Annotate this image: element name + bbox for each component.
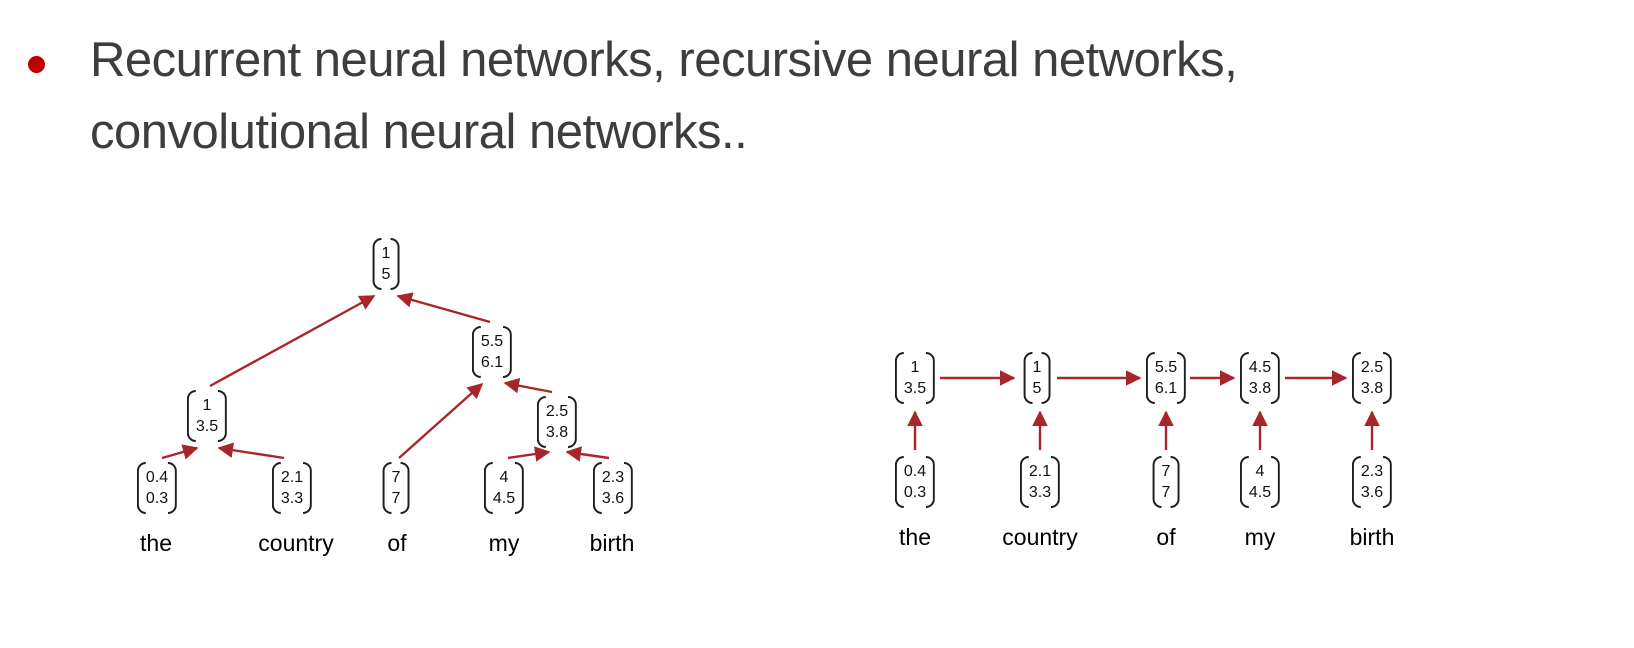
arrow — [503, 377, 553, 394]
vector-value: 1 — [1032, 359, 1042, 376]
vector-value: 2.3 — [601, 469, 625, 486]
vector-value: 2.5 — [1360, 359, 1384, 376]
vector-value: 3.3 — [1028, 484, 1052, 501]
vector-value: 3.8 — [1360, 380, 1384, 397]
vector-value: 7 — [391, 469, 401, 486]
vector-value: 3.5 — [903, 380, 927, 397]
slide-title: Recurrent neural networks, recursive neu… — [90, 24, 1238, 168]
vector-value: 3.5 — [195, 418, 219, 435]
vector-value: 4 — [499, 469, 509, 486]
vector-value: 7 — [1161, 484, 1171, 501]
vector-value: 5 — [381, 266, 391, 283]
word-label-birth: birth — [589, 530, 635, 556]
vector-value: 2.1 — [1028, 463, 1052, 480]
vector-value: 5.5 — [480, 333, 504, 350]
vector-value: 0.3 — [145, 490, 169, 507]
word-label-country: country — [1002, 524, 1078, 550]
word-label-my: my — [488, 530, 520, 556]
vector-value: 1 — [910, 359, 920, 376]
vector-value: 2.5 — [545, 403, 569, 420]
vector-value: 3.3 — [280, 490, 304, 507]
vector-value: 5 — [1032, 380, 1042, 397]
vector-value: 3.6 — [601, 490, 625, 507]
bullet-marker — [28, 56, 45, 73]
vector-value: 4.5 — [1248, 359, 1272, 376]
vector-value: 2.1 — [280, 469, 304, 486]
arrow — [507, 446, 551, 462]
vector-value: 7 — [1161, 463, 1171, 480]
vector-value: 7 — [391, 490, 401, 507]
word-label-of: of — [1156, 524, 1176, 550]
vector-value: 4 — [1255, 463, 1265, 480]
vector-value: 3.8 — [545, 424, 569, 441]
vector-value: 6.1 — [480, 354, 504, 371]
vector-value: 0.3 — [903, 484, 927, 501]
vector-value: 3.6 — [1360, 484, 1384, 501]
word-label-the: the — [899, 524, 931, 550]
arrow — [396, 292, 491, 324]
vector-value: 0.4 — [903, 463, 927, 480]
vector-value: 2.3 — [1360, 463, 1384, 480]
title-line-2: convolutional neural networks.. — [90, 105, 748, 159]
vector-value: 6.1 — [1154, 380, 1178, 397]
arrow — [161, 444, 199, 460]
word-label-birth: birth — [1349, 524, 1395, 550]
vector-value: 3.8 — [1248, 380, 1272, 397]
arrow — [565, 446, 610, 462]
vector-value: 1 — [202, 397, 212, 414]
vector-value: 4.5 — [1248, 484, 1272, 501]
word-label-my: my — [1244, 524, 1276, 550]
word-label-the: the — [140, 530, 172, 556]
arrow — [217, 442, 285, 460]
vector-value: 1 — [381, 245, 391, 262]
word-label-country: country — [258, 530, 334, 556]
vector-value: 4.5 — [492, 490, 516, 507]
vector-value: 5.5 — [1154, 359, 1178, 376]
arrow — [398, 382, 484, 459]
word-label-of: of — [387, 530, 407, 556]
vector-value: 0.4 — [145, 469, 169, 486]
title-line-1: Recurrent neural networks, recursive neu… — [90, 33, 1238, 87]
arrow — [209, 294, 376, 388]
